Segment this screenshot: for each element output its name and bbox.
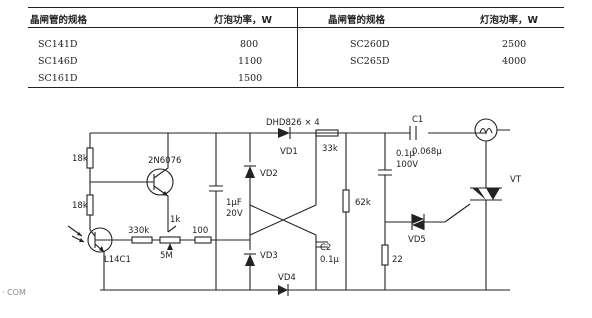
transistor-q2 [108,133,174,222]
table-cell-power: 2500 [502,39,527,50]
diode-vd3 [244,253,256,266]
table-cell-model: SC260D [350,39,390,50]
r1-label: 18k [72,154,88,164]
lamp [474,118,510,188]
table-cell-power: 4000 [502,56,527,67]
vd2-label: VD2 [260,169,278,179]
left-vertical-wire [89,133,108,230]
r8-label: 22 [392,255,403,265]
r7-label: 62k [355,198,371,208]
capacitor-c2 [316,241,328,248]
vd5-label: VD5 [408,235,426,245]
pot-label: 5M [160,251,173,261]
table-cell-power: 1100 [238,56,263,67]
table-top-rule [28,7,564,8]
table-cell-model: SC141D [38,39,78,50]
diode-vd1 [278,127,291,139]
table-header-rule [28,27,564,28]
vt-label: VT [510,175,522,185]
table-header-spec-left: 晶闸管的规格 [30,15,88,26]
r2-label: 18k [72,201,88,211]
diac-vd5 [385,214,445,230]
r5-label: 100 [192,226,208,236]
table-header-power-left: 灯泡功率，W [214,15,272,26]
vd4-label: VD4 [278,273,296,283]
diode-vd2 [244,165,256,178]
q2-label: 2N6076 [148,156,181,166]
table-center-divider [297,7,298,87]
c3-voltage-label: 100V [396,160,418,170]
light-control-circuit: 18k 18k L14C1 2N6076 330k 5M 1k 100 1μF … [67,115,522,296]
potentiometer-5m [159,236,181,244]
table-cell-model: SC265D [350,56,390,67]
diode-bridge-label: DHD826 × 4 [266,118,320,128]
phototransistor-q1 [67,225,122,290]
pot-wiper [167,243,173,250]
bridge-wires [249,133,317,290]
capacitor-1uf [209,133,223,290]
c1-value-label: 0.068μ [412,147,442,157]
thyristor-spec-table: 晶闸管的规格 灯泡功率，W 晶闸管的规格 灯泡功率，W SC141D 800 S… [28,7,564,89]
c2-label: C2 [320,243,331,253]
resistor-22 [381,244,389,266]
diode-vd4 [278,284,289,296]
resistor-100 [194,236,212,244]
triac-vt [444,187,502,290]
r3-label: 330k [128,226,149,236]
table-cell-power: 1500 [238,73,263,84]
r6-label: 33k [322,144,338,154]
vd3-label: VD3 [260,251,278,261]
r4-label: 1k [170,215,180,225]
table-cell-power: 800 [240,39,259,50]
c2-value-label: 0.1μ [320,255,340,265]
table-bottom-rule [28,87,564,88]
c1-label: C1 [412,115,423,125]
resistor-r2 [86,194,94,216]
snubber-wire [378,133,392,290]
q1-label: L14C1 [104,255,131,265]
mid-resistor-wires [122,222,195,241]
c3-value-label: 0.1μ [396,149,416,159]
resistor-62k [342,189,350,213]
vd1-label: VD1 [280,147,298,157]
resistor-330k [131,236,153,244]
table-cell-model: SC146D [38,56,78,67]
resistor-33k [315,129,339,137]
table-cell-model: SC161D [38,73,78,84]
table-header-spec-right: 晶闸管的规格 [328,15,386,26]
resistor-r1 [86,147,94,169]
c-1uf-label: 1μF [226,198,242,208]
watermark: · COM [2,288,26,297]
c-1uf-voltage-label: 20V [226,209,243,219]
capacitor-c1 [409,126,417,140]
table-header-power-right: 灯泡功率，W [480,15,538,26]
